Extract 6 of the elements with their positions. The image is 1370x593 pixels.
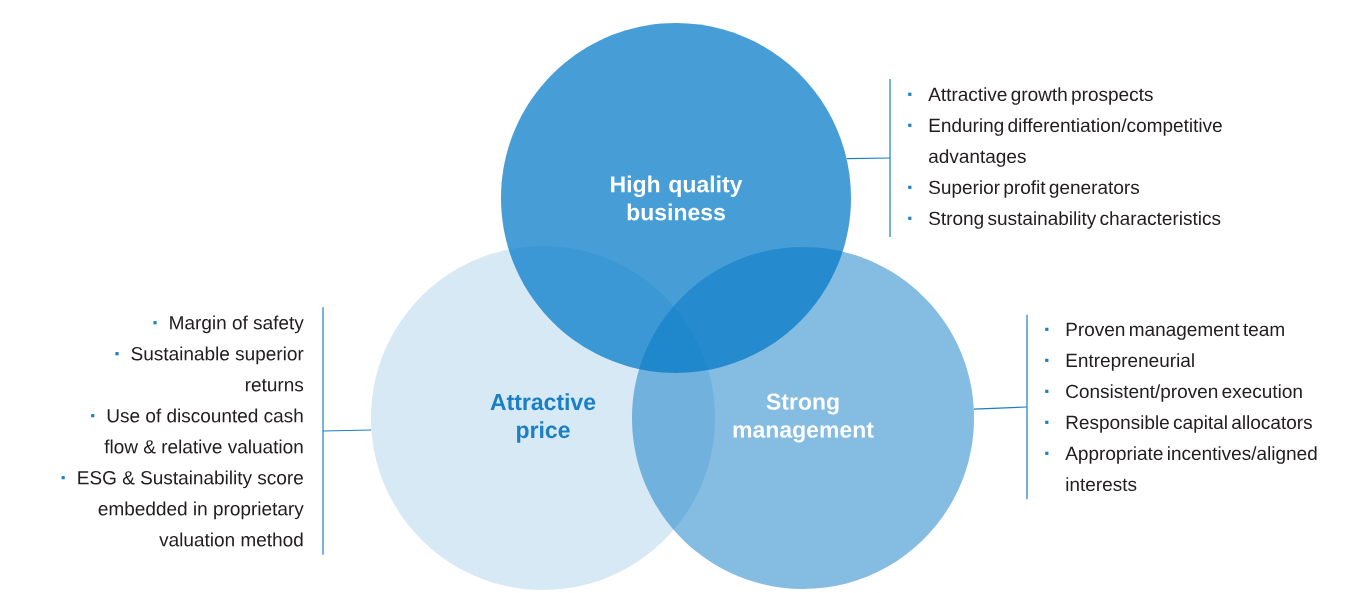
- connector-line: [322, 429, 372, 432]
- bullet-list: Margin of safety Sustainable superior returns Use of discounted cash flow & relative valuation ESG & Sustainability score embedded in proprietary valuation method: [61, 306, 324, 556]
- connector-line: [973, 406, 1028, 410]
- bullet-list: Proven management team Entrepreneurial Consistent/proven execution Responsible capital allocators Appropriate incentives/aligned interests: [1026, 314, 1317, 500]
- bullet-list: Attractive growth prospects Enduring differentiation/competitive advantages Superior profit generators Strong sustainability characteristics: [889, 78, 1222, 238]
- connector-line: [846, 157, 891, 160]
